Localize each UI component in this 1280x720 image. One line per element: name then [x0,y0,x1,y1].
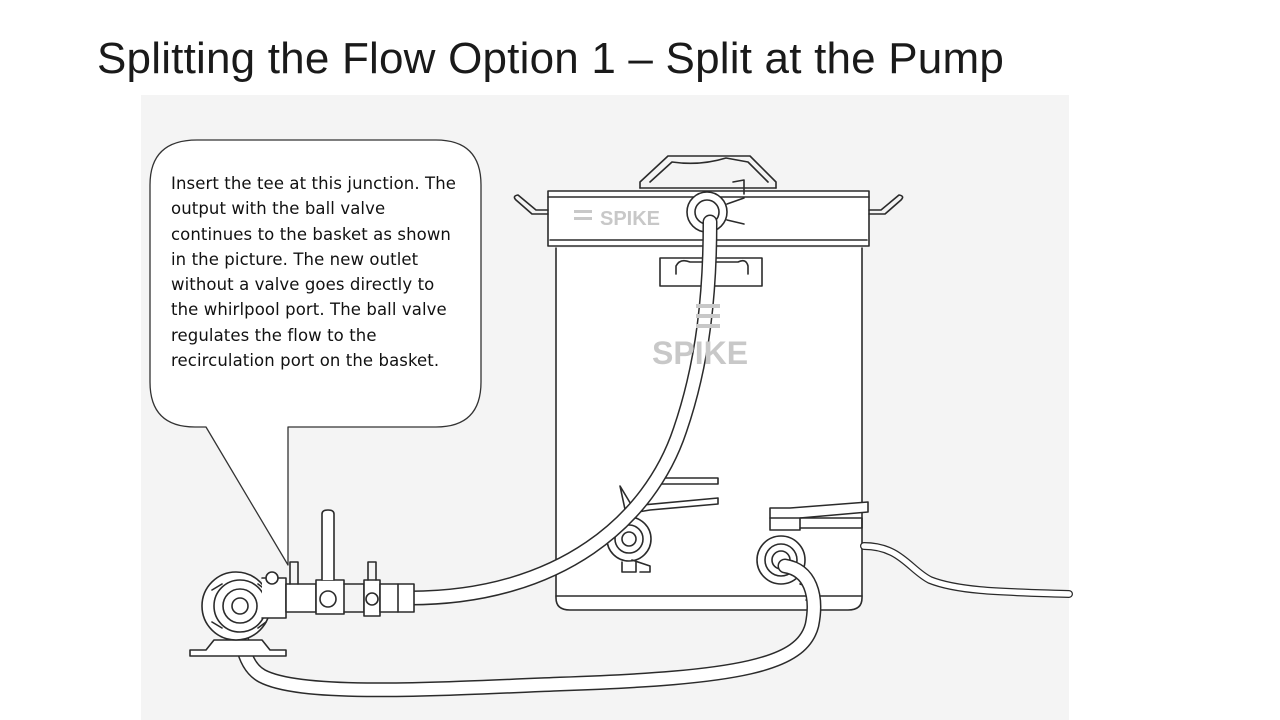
slide-title: Splitting the Flow Option 1 – Split at t… [97,34,1004,83]
lid-handle [639,155,777,189]
pump-head [201,571,271,641]
body-bracket [659,257,763,287]
lid-logo: SPIKE [600,208,660,230]
kettle-logos: SPIKE SPIKE [574,208,748,371]
side-handle-right [868,194,904,215]
callout-bubble [149,139,482,566]
lid-logo-mark [574,210,592,220]
side-handle-left [513,194,549,215]
callout-text: Insert the tee at this junction. The out… [171,174,457,371]
body-logo: SPIKE [652,335,748,371]
ball-valve-handle [321,509,335,581]
tee-fitting [285,583,317,613]
pump-base [189,639,287,657]
body-logo-mark [696,304,720,328]
pump-assembly [189,509,415,657]
